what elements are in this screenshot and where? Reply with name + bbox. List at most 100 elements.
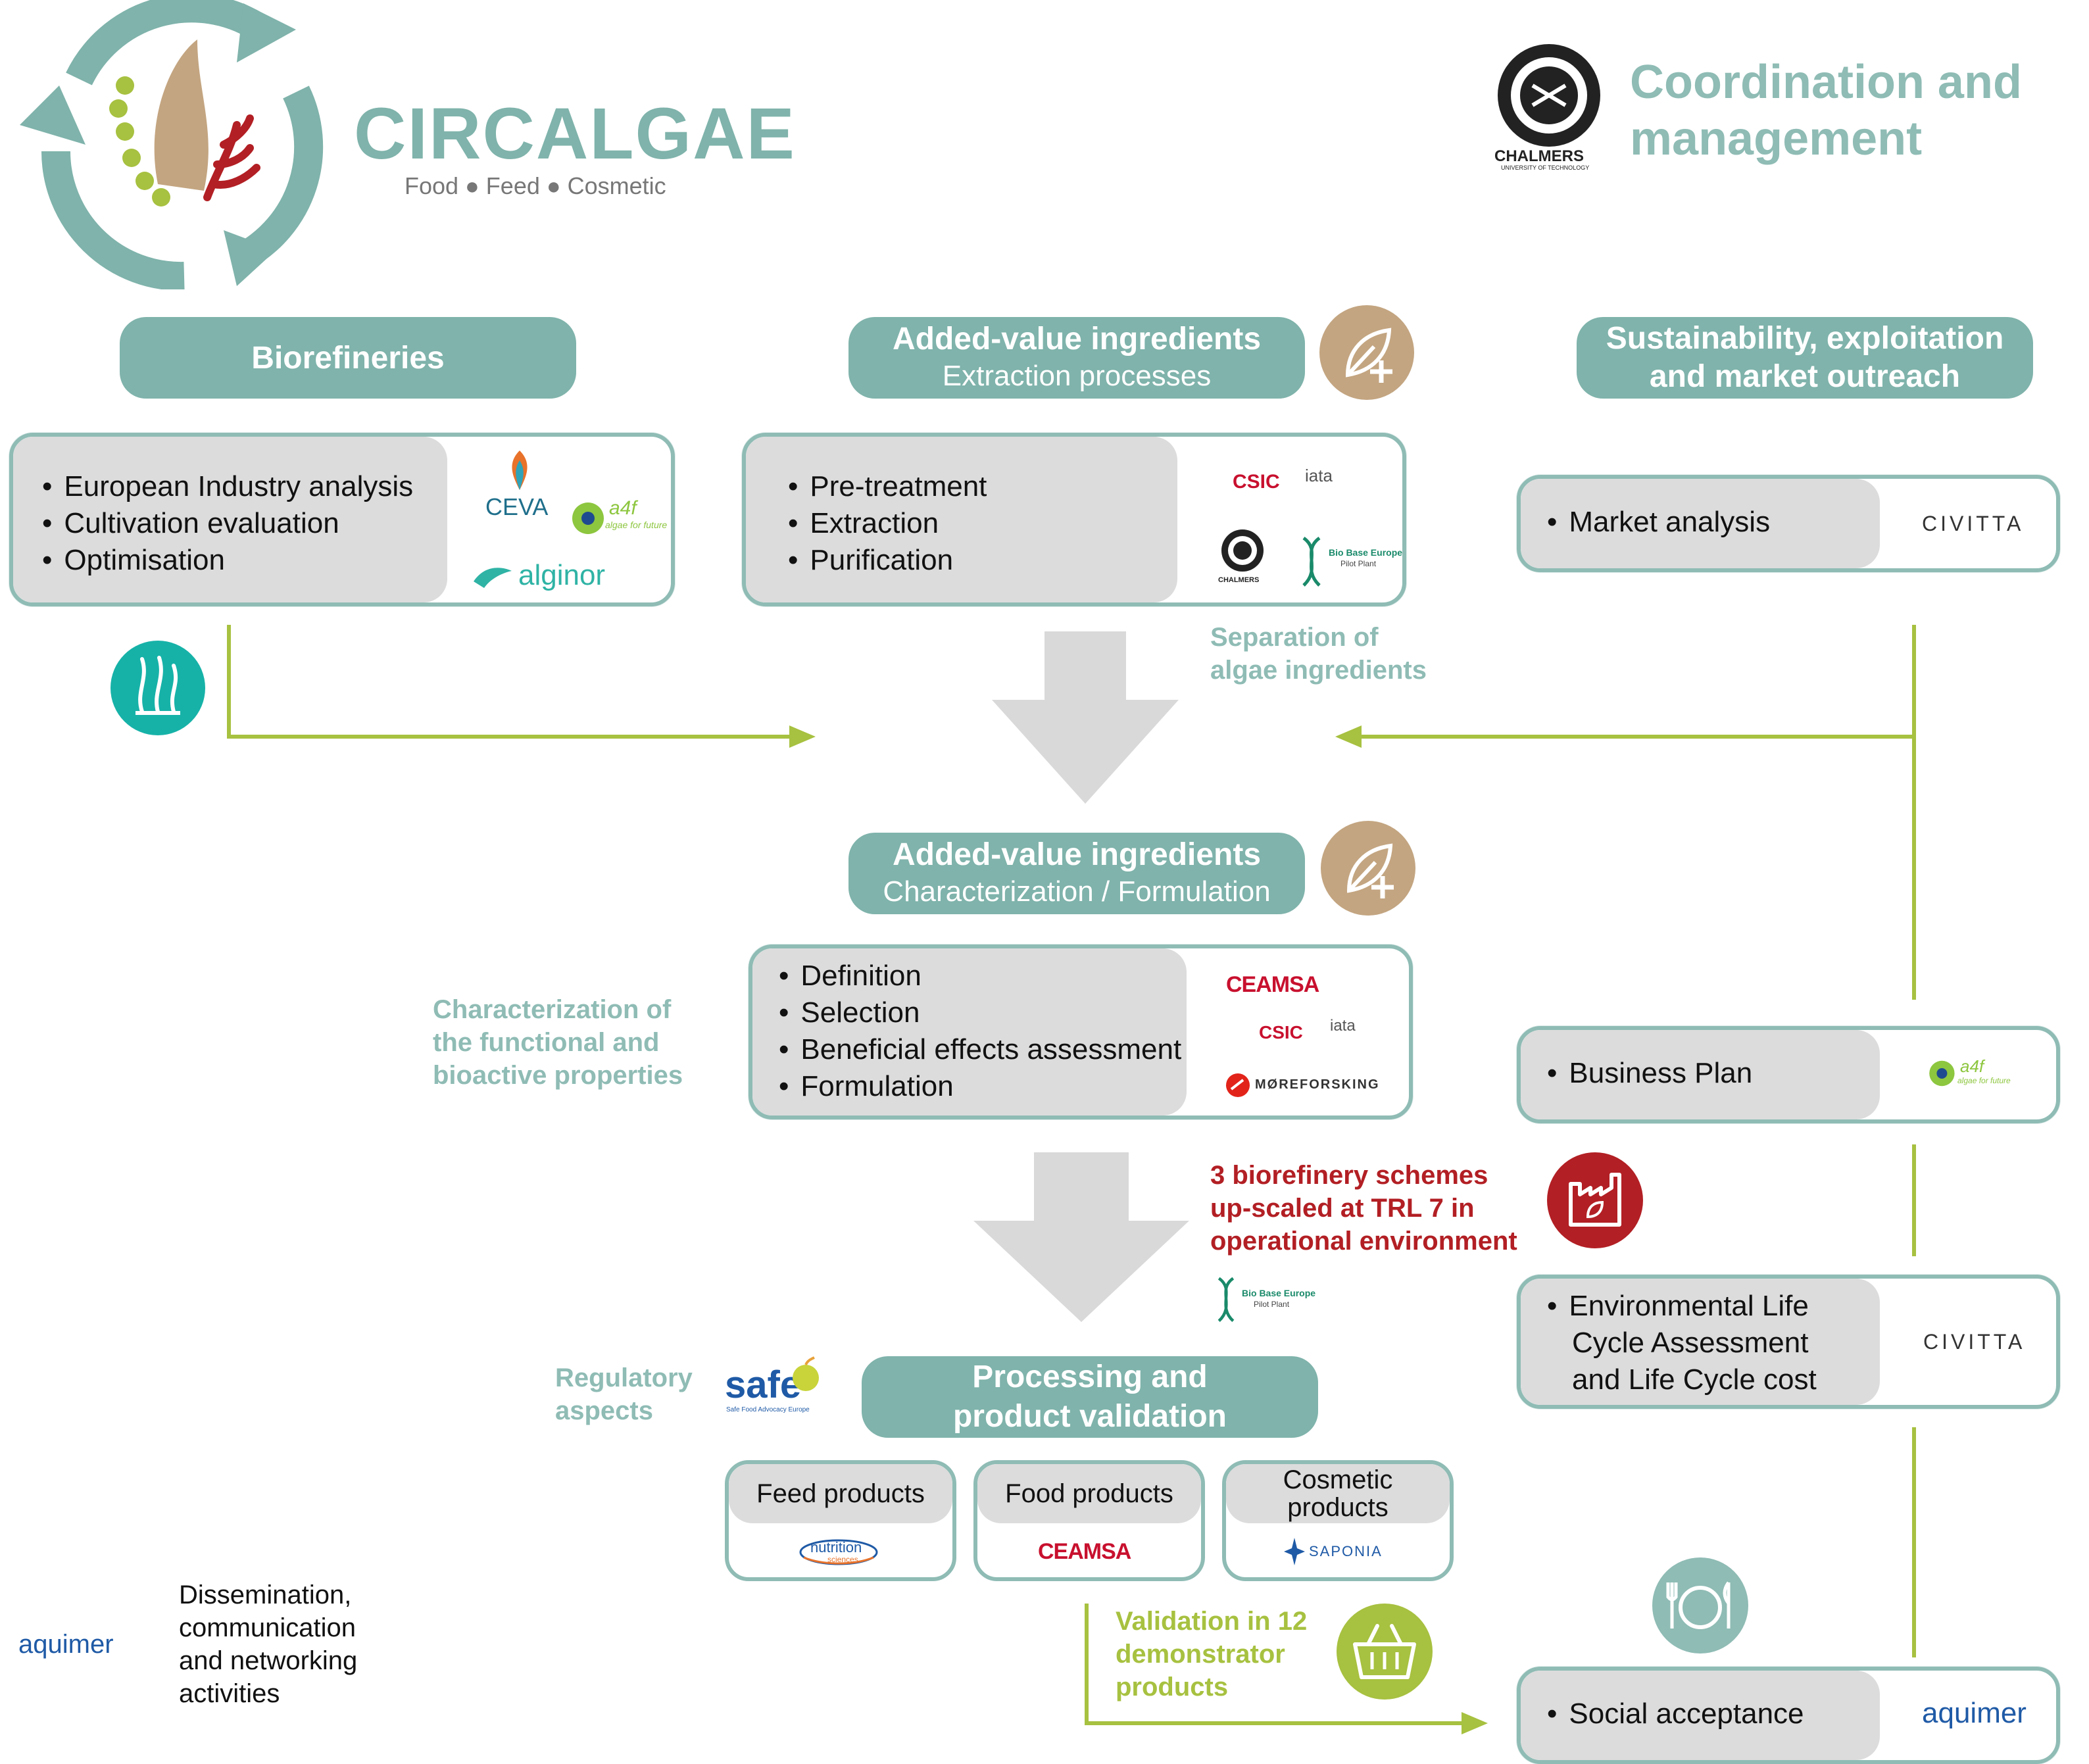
list-item: Business Plan <box>1547 1055 1752 1092</box>
pilot-plant-logo: Pilot Plant <box>1340 559 1377 568</box>
lca-line2: Cycle Assessment <box>1572 1327 1809 1359</box>
extraction-header: Added-value ingredients Extraction proce… <box>848 317 1305 399</box>
csic-logo: CSIC <box>1233 471 1280 493</box>
characterization-subtitle: Characterization / Formulation <box>883 875 1271 908</box>
saponia-logo: SAPONIA <box>1309 1543 1383 1559</box>
chalmers-small-seal-icon <box>1221 529 1264 572</box>
upscale-note-line3: operational environment <box>1210 1227 1517 1256</box>
list-item: Selection <box>779 994 1181 1031</box>
saponia-logo-icon <box>1284 1538 1305 1565</box>
apple-icon <box>793 1356 819 1391</box>
characterization-list: Definition Selection Beneficial effects … <box>779 958 1181 1105</box>
lca-text: •Environmental Life Cycle Assessment and… <box>1547 1288 1817 1398</box>
nutrition-logo: nutrition <box>810 1539 862 1556</box>
feed-products-label: Feed products <box>729 1464 952 1523</box>
separation-note-line1: Separation of <box>1210 623 1379 652</box>
safe-logo-sub: Safe Food Advocacy Europe <box>726 1406 810 1413</box>
a4f-logo-icon <box>572 502 604 534</box>
separation-note: Separation of algae ingredients <box>1210 621 1427 687</box>
chalmers-sub: UNIVERSITY OF TECHNOLOGY <box>1501 164 1590 171</box>
logo-tagline: Food ● Feed ● Cosmetic <box>405 172 666 199</box>
processing-header: Processing and product validation <box>862 1356 1318 1438</box>
characterization-header: Added-value ingredients Characterization… <box>848 833 1305 914</box>
characterization-box: Definition Selection Beneficial effects … <box>749 944 1413 1119</box>
a4f-logo-icon <box>1929 1060 1955 1087</box>
a4f-logo-sub: algae for future <box>1957 1076 2011 1085</box>
a4f-logo: a4f <box>609 497 637 519</box>
extraction-subtitle: Extraction processes <box>942 360 1212 392</box>
cosmetic-products-box: Cosmetic products SAPONIA <box>1222 1460 1454 1581</box>
extraction-title: Added-value ingredients <box>892 322 1262 356</box>
list-item: Cultivation evaluation <box>42 505 413 542</box>
alginor-logo-icon <box>474 568 512 588</box>
list-item: Beneficial effects assessment <box>779 1031 1181 1068</box>
sciences-logo: sciences <box>827 1555 858 1564</box>
iata-logo: iata <box>1330 1017 1356 1035</box>
sustainability-title-line1: Sustainability, exploitation <box>1606 321 2004 356</box>
circalgae-logo-icon <box>20 0 324 289</box>
feed-products-box: Feed products nutrition sciences <box>725 1460 956 1581</box>
moreforsking-logo: MØREFORSKING <box>1255 1077 1380 1092</box>
bio-base-europe-logo: Bio Base Europe <box>1329 547 1403 558</box>
upscale-note-line1: 3 biorefinery schemes <box>1210 1161 1488 1190</box>
biorefineries-header: Biorefineries <box>120 317 576 399</box>
iata-logo: iata <box>1305 466 1333 485</box>
civitta-logo: CIVITTA <box>1922 512 2025 535</box>
processing-title-line2: product validation <box>952 1399 1227 1434</box>
a4f-logo-sub: algae for future <box>605 520 668 530</box>
cosmetic-products-line1: Cosmetic <box>1283 1465 1393 1494</box>
separation-note-line2: algae ingredients <box>1210 656 1427 685</box>
social-acceptance-box: Social acceptance aquimer <box>1517 1667 2060 1764</box>
ceva-logo: CEVA <box>485 493 549 520</box>
coordination-title-line2: management <box>1630 112 1923 165</box>
biorefineries-box: European Industry analysis Cultivation e… <box>9 433 675 606</box>
csic-logo: CSIC <box>1259 1022 1303 1042</box>
lca-line1-text: Environmental Life <box>1569 1290 1809 1322</box>
dna-icon <box>1302 536 1321 587</box>
coordination-title: Coordination and management <box>1630 54 2022 167</box>
logo-name: CIRCALGAE <box>354 93 796 174</box>
leaf-plus-icon <box>1321 821 1415 916</box>
civitta-logo: CIVITTA <box>1923 1330 2026 1354</box>
regulatory-note-line2: aspects <box>555 1396 653 1425</box>
dissemination-line3: and networking <box>179 1646 358 1675</box>
ceva-logo-icon <box>512 451 528 490</box>
chalmers-name: CHALMERS <box>1494 147 1584 165</box>
lca-line3: and Life Cycle cost <box>1572 1363 1817 1396</box>
extraction-list: Pre-treatment Extraction Purification <box>788 468 987 579</box>
alginor-logo: alginor <box>518 559 606 591</box>
list-item: Extraction <box>788 505 987 542</box>
food-products-label: Food products <box>977 1464 1201 1523</box>
validation-note: Validation in 12 demonstrator products <box>1116 1605 1307 1703</box>
biorefineries-list: European Industry analysis Cultivation e… <box>42 468 413 579</box>
characterization-note: Characterization of the functional and b… <box>433 993 683 1092</box>
list-item: Pre-treatment <box>788 468 987 505</box>
lca-line1: •Environmental Life <box>1547 1290 1809 1322</box>
lca-box: •Environmental Life Cycle Assessment and… <box>1517 1275 2060 1409</box>
bio-base-europe-logo: Bio Base Europe <box>1242 1288 1316 1298</box>
characterization-note-line1: Characterization of <box>433 995 672 1024</box>
a4f-logo: a4f <box>1960 1056 1984 1076</box>
ceamsa-logo: CEAMSA <box>1226 972 1319 997</box>
market-box: Market analysis CIVITTA <box>1517 475 2060 572</box>
market-list: Market analysis <box>1547 504 1770 541</box>
regulatory-note: Regulatory aspects <box>555 1361 693 1427</box>
moreforsking-logo-icon <box>1226 1073 1250 1097</box>
extraction-box: Pre-treatment Extraction Purification CS… <box>742 433 1406 606</box>
coordination-title-line1: Coordination and <box>1630 56 2022 109</box>
list-item: Market analysis <box>1547 504 1770 541</box>
list-item: Purification <box>788 542 987 579</box>
dna-icon <box>1217 1277 1235 1323</box>
cosmetic-products-line2: products <box>1287 1493 1389 1522</box>
dissemination-line2: communication <box>179 1613 356 1642</box>
pilot-plant-logo: Pilot Plant <box>1254 1300 1290 1309</box>
validation-note-line3: products <box>1116 1673 1229 1702</box>
upscale-note-line2: up-scaled at TRL 7 in <box>1210 1194 1475 1223</box>
basket-icon <box>1337 1604 1433 1700</box>
seaweed-icon <box>111 641 205 735</box>
dissemination-line4: activities <box>179 1679 280 1708</box>
social-list: Social acceptance <box>1547 1696 1804 1732</box>
nutrition-sciences-logo-icon <box>799 1539 878 1565</box>
dissemination-line1: Dissemination, <box>179 1580 352 1609</box>
plate-cutlery-icon <box>1652 1557 1748 1654</box>
